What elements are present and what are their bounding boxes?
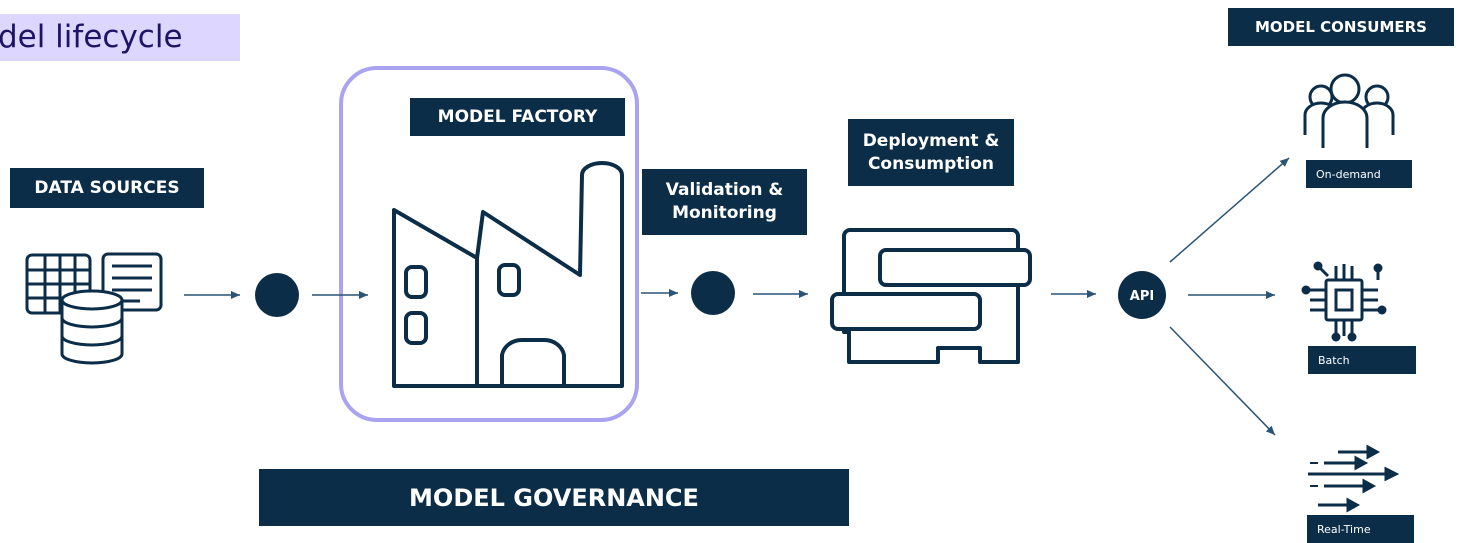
model-factory-box — [339, 66, 639, 422]
data-sources-label: DATA SOURCES — [10, 168, 204, 208]
api-label: API — [1130, 289, 1154, 304]
model-governance-bar: MODEL GOVERNANCE — [259, 469, 849, 526]
model-consumers-label: MODEL CONSUMERS — [1228, 8, 1454, 46]
arrow — [1169, 326, 1276, 436]
consumer-label-batch: Batch — [1308, 346, 1416, 374]
api-node — [1118, 271, 1166, 319]
model-factory-label: MODEL FACTORY — [410, 98, 625, 136]
people-group-icon — [1303, 73, 1395, 148]
flow-dot — [255, 273, 299, 317]
deployment-icon — [830, 228, 1032, 364]
validation-monitoring-label: Validation & Monitoring — [642, 169, 807, 235]
arrow — [1169, 157, 1290, 263]
consumer-label-on-demand: On-demand — [1306, 160, 1412, 188]
circuit-chip-icon — [1301, 261, 1387, 342]
data-sources-icon — [25, 252, 163, 365]
deployment-consumption-label: Deployment & Consumption — [848, 119, 1014, 186]
page-title: odel lifecycle — [0, 14, 240, 61]
factory-icon — [392, 161, 624, 388]
streaming-arrows-icon — [1308, 444, 1400, 513]
consumer-label-real-time: Real-Time — [1307, 515, 1414, 543]
flow-dot — [691, 271, 735, 315]
